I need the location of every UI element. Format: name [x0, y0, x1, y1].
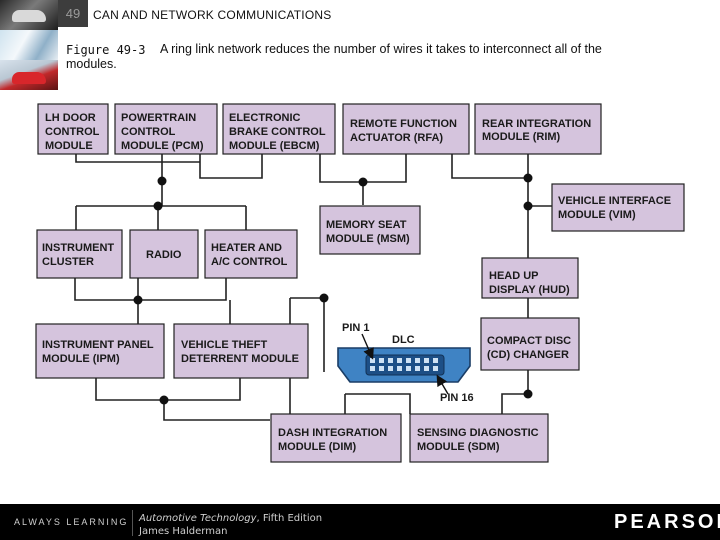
vim-line2: MODULE (VIM)	[558, 209, 636, 221]
figure-caption-line1: A ring link network reduces the number o…	[160, 42, 602, 56]
module-ebcm: ELECTRONIC BRAKE CONTROL MODULE (EBCM)	[222, 103, 336, 155]
module-ipm: INSTRUMENT PANEL MODULE (IPM)	[35, 323, 165, 379]
tagline: ALWAYS LEARNING	[14, 517, 129, 527]
ipm-line1: INSTRUMENT PANEL	[42, 339, 154, 351]
module-sdm: SENSING DIAGNOSTIC MODULE (SDM)	[409, 413, 549, 463]
lh-door-line2: CONTROL	[45, 126, 100, 138]
ipm-line2: MODULE (IPM)	[42, 353, 120, 365]
pin16-label: PIN 16	[440, 392, 474, 404]
vim-line1: VEHICLE INTERFACE	[558, 195, 671, 207]
vtd-line1: VEHICLE THEFT	[181, 339, 267, 351]
junction-dots	[133, 173, 533, 405]
dlc-connector	[337, 347, 471, 383]
rim-line1: REAR INTEGRATION	[482, 118, 591, 130]
rfa-line1: REMOTE FUNCTION	[350, 118, 457, 130]
module-hud: HEAD UP DISPLAY (HUD)	[481, 257, 579, 299]
hud-line2: DISPLAY (HUD)	[489, 284, 570, 296]
cluster-line2: CLUSTER	[42, 256, 94, 268]
dlc-label: DLC	[392, 334, 415, 346]
dim-line2: MODULE (DIM)	[278, 441, 357, 453]
dim-line1: DASH INTEGRATION	[278, 427, 387, 439]
module-dim: DASH INTEGRATION MODULE (DIM)	[270, 413, 402, 463]
module-vtd: VEHICLE THEFT DETERRENT MODULE	[173, 323, 309, 379]
pcm-line2: CONTROL	[121, 126, 176, 138]
chapter-title: CAN AND NETWORK COMMUNICATIONS	[93, 8, 332, 22]
slide-number: 49	[58, 0, 88, 27]
pin1-label: PIN 1	[342, 322, 370, 334]
pin16-arrow	[436, 374, 449, 395]
module-rfa: REMOTE FUNCTION ACTUATOR (RFA)	[342, 103, 470, 155]
hud-line1: HEAD UP	[489, 270, 539, 282]
msm-line1: MEMORY SEAT	[326, 219, 407, 231]
hvac-line1: HEATER AND	[211, 242, 282, 254]
module-powertrain: POWERTRAIN CONTROL MODULE (PCM)	[114, 103, 218, 155]
module-msm: MEMORY SEAT MODULE (MSM)	[319, 205, 421, 255]
module-cd-changer: COMPACT DISC (CD) CHANGER	[480, 317, 580, 371]
ebcm-line2: BRAKE CONTROL	[229, 126, 326, 138]
footer-divider	[132, 510, 133, 536]
wiring	[74, 152, 552, 421]
book-edition: , Fifth Edition	[256, 513, 323, 524]
figure-caption-line2: modules.	[66, 57, 117, 71]
radio-label: RADIO	[146, 249, 182, 261]
sdm-line2: MODULE (SDM)	[417, 441, 500, 453]
pcm-line1: POWERTRAIN	[121, 112, 196, 124]
thumbnail-strip	[0, 0, 58, 90]
lh-door-line3: MODULE	[45, 140, 93, 152]
book-title: Automotive Technology	[139, 513, 257, 524]
ebcm-line3: MODULE (EBCM)	[229, 140, 320, 152]
msm-line2: MODULE (MSM)	[326, 233, 410, 245]
footer-bar	[0, 504, 720, 540]
lh-door-line1: LH DOOR	[45, 112, 96, 124]
figure-label: Figure 49-3	[66, 43, 146, 57]
cd-line2: (CD) CHANGER	[487, 349, 569, 361]
module-rim: REAR INTEGRATION MODULE (RIM)	[474, 103, 602, 155]
hvac-line2: A/C CONTROL	[211, 256, 288, 268]
vtd-line2: DETERRENT MODULE	[181, 353, 299, 365]
book-credit: Automotive Technology, Fifth Edition Jam…	[139, 512, 322, 538]
pearson-logo: PEARSON	[614, 511, 720, 533]
cd-line1: COMPACT DISC	[487, 335, 571, 347]
ice-thumbnail	[0, 30, 58, 60]
sdm-line1: SENSING DIAGNOSTIC	[417, 427, 539, 439]
red-car-thumbnail	[0, 60, 58, 90]
ring-network-diagram: LH DOOR CONTROL MODULE POWERTRAIN CONTRO…	[35, 103, 685, 463]
module-lh-door: LH DOOR CONTROL MODULE	[37, 103, 109, 155]
rfa-line2: ACTUATOR (RFA)	[350, 132, 443, 144]
book-author: James Halderman	[139, 526, 228, 537]
car-thumbnail	[0, 0, 58, 30]
cluster-line1: INSTRUMENT	[42, 242, 114, 254]
module-vim: VEHICLE INTERFACE MODULE (VIM)	[551, 183, 685, 232]
pin1-arrow	[361, 333, 374, 360]
module-instrument-cluster: INSTRUMENT CLUSTER	[36, 229, 123, 279]
module-radio: RADIO	[129, 229, 199, 279]
rim-line2: MODULE (RIM)	[482, 131, 561, 143]
ebcm-line1: ELECTRONIC	[229, 112, 301, 124]
module-hvac: HEATER AND A/C CONTROL	[204, 229, 298, 279]
pcm-line3: MODULE (PCM)	[121, 140, 204, 152]
